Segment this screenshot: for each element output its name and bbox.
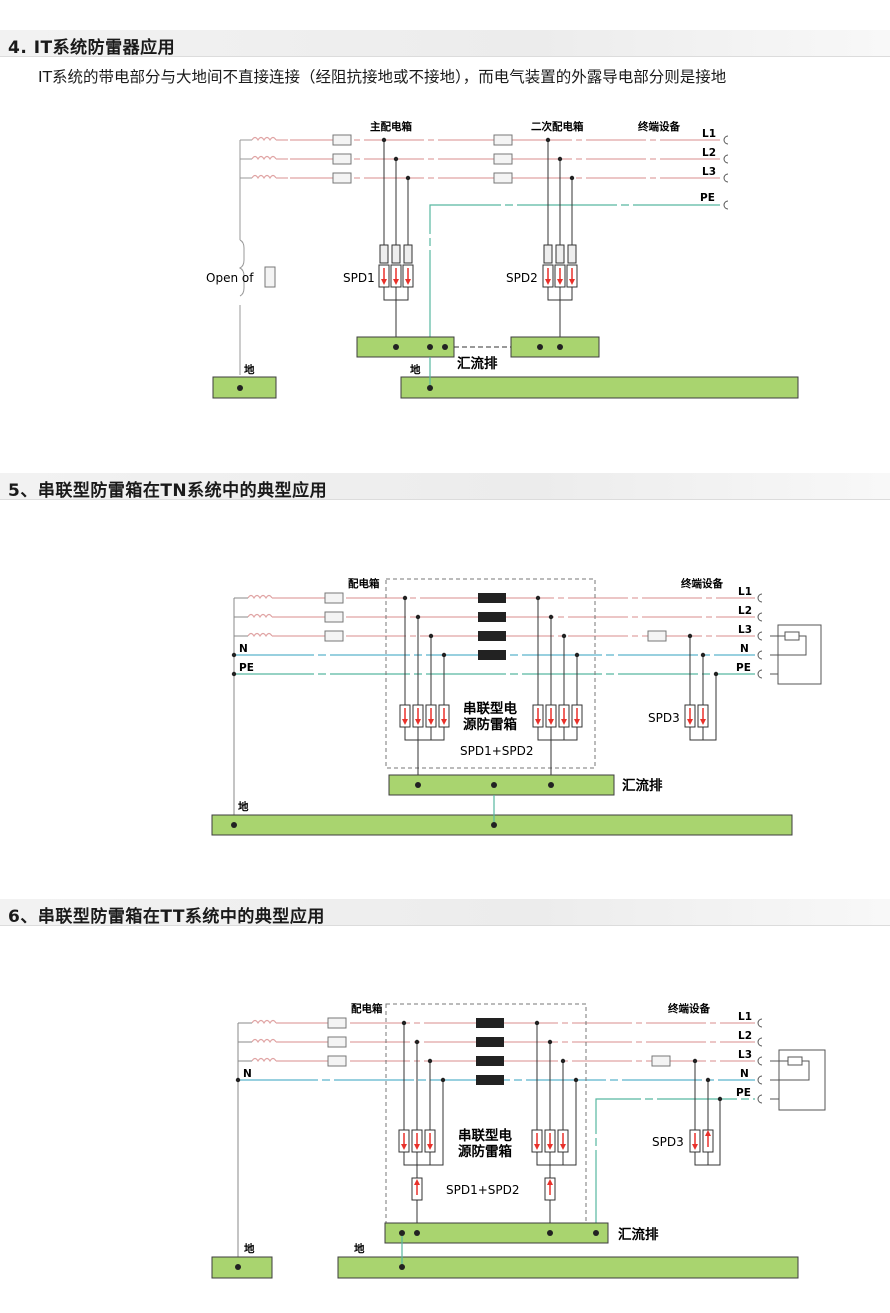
series-box-label-2: 源防雷箱 (458, 1143, 512, 1160)
busbar-1 (356, 336, 455, 358)
spd12-label: SPD1+SPD2 (460, 744, 534, 758)
section-6-title: 6、串联型防雷箱在TT系统中的典型应用 (8, 907, 325, 927)
l2-label: L2 (738, 1030, 752, 1042)
pe-label: PE (736, 1087, 751, 1099)
busbar-label: 汇流排 (618, 1226, 659, 1243)
busbar-label: 汇流排 (457, 355, 498, 372)
ground-right-label: 地 (354, 1242, 365, 1255)
l1-label: L1 (738, 586, 752, 598)
l3-label: L3 (702, 166, 716, 178)
terminal-label: 终端设备 (681, 577, 723, 590)
dist-box-label: 配电箱 (348, 577, 380, 590)
l2-label: L2 (738, 605, 752, 617)
ground-bar (211, 814, 793, 836)
l2-label: L2 (702, 147, 716, 159)
open-brace (238, 239, 245, 297)
pe-left-label: PE (239, 662, 254, 674)
open-of-label: Open of (206, 271, 254, 285)
terminal-label: 终端设备 (668, 1002, 710, 1015)
section-4-description: IT系统的带电部分与大地间不直接连接（经阻抗接地或不接地），而电气装置的外露导电… (38, 68, 727, 86)
busbar-label: 汇流排 (622, 777, 663, 794)
l1-label: L1 (702, 128, 716, 140)
n-label: N (740, 1068, 749, 1080)
ground-left (212, 376, 277, 399)
busbar-2 (510, 336, 600, 358)
section-5-title: 5、串联型防雷箱在TN系统中的典型应用 (8, 481, 328, 501)
busbar (384, 1222, 609, 1244)
n-label: N (740, 643, 749, 655)
ground-label: 地 (238, 800, 249, 813)
pe-label: PE (736, 662, 751, 674)
spd3-label: SPD3 (652, 1135, 684, 1149)
n-left-label: N (243, 1068, 252, 1080)
section-4-title: 4. IT系统防雷器应用 (8, 38, 176, 58)
pe-line (429, 204, 720, 350)
main-box-label: 主配电箱 (370, 120, 412, 133)
ground-right (400, 376, 799, 399)
section-6-header: 6、串联型防雷箱在TT系统中的典型应用 (0, 899, 890, 927)
section-4-header: 4. IT系统防雷器应用 (0, 30, 890, 58)
tn-system-diagram: 配电箱 终端设备 L1 L2 L3 N PE N PE 串联型电 源防雷箱 SP… (211, 577, 822, 836)
ground-left (211, 1256, 273, 1279)
transformer-coils (251, 136, 277, 180)
n-left-label: N (239, 643, 248, 655)
spd12-label: SPD1+SPD2 (446, 1183, 520, 1197)
secondary-box-label: 二次配电箱 (531, 120, 584, 133)
series-box-label-1: 串联型电 (463, 700, 517, 717)
section-5-header: 5、串联型防雷箱在TN系统中的典型应用 (0, 473, 890, 501)
l3-label: L3 (738, 1049, 752, 1061)
terminal-label: 终端设备 (638, 120, 680, 133)
busbar (388, 774, 615, 796)
it-system-diagram: 主配电箱 二次配电箱 终端设备 L1 L2 L3 PE Open of SPD1… (206, 120, 799, 399)
spd2-label: SPD2 (506, 271, 538, 285)
series-box-label-2: 源防雷箱 (463, 716, 517, 733)
spd1-label: SPD1 (343, 271, 375, 285)
ground-left-label: 地 (244, 363, 255, 376)
l1-label: L1 (738, 1011, 752, 1023)
dist-box-label: 配电箱 (351, 1002, 383, 1015)
ground-left-label: 地 (244, 1242, 255, 1255)
ground-right (337, 1256, 799, 1279)
series-box-label-1: 串联型电 (458, 1127, 512, 1144)
l3-label: L3 (738, 624, 752, 636)
fuses (264, 134, 513, 288)
tt-system-diagram: 配电箱 终端设备 L1 L2 L3 N PE N 串联型电 源防雷箱 SPD1+… (211, 1002, 826, 1279)
pe-label: PE (700, 192, 715, 204)
ground-right-label: 地 (410, 363, 421, 376)
spd3-label: SPD3 (648, 711, 680, 725)
